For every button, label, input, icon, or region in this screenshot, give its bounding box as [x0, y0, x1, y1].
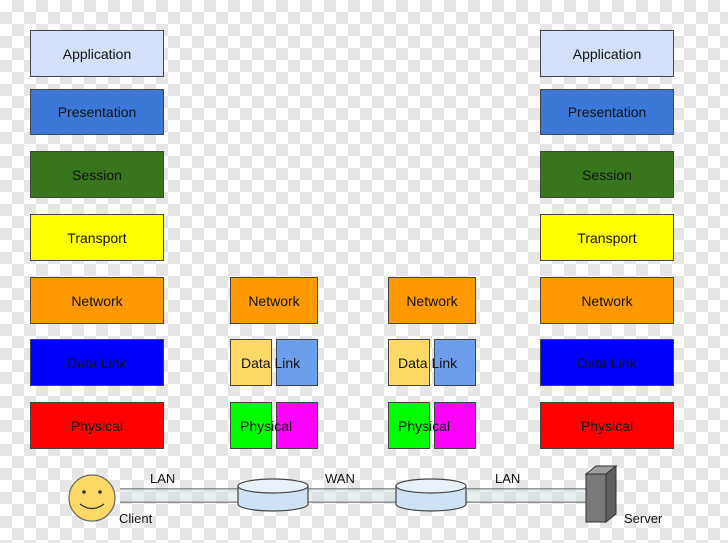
router-1-physical-port-a: [230, 402, 272, 449]
layer-label: Transport: [67, 229, 127, 246]
layer-label: Presentation: [567, 104, 647, 120]
layer-label: Presentation: [57, 104, 137, 120]
layer-label: Data Link: [67, 354, 127, 371]
layer-label: Application: [572, 45, 642, 62]
smiley-face-icon: [68, 474, 116, 522]
router-1-icon: [237, 478, 309, 512]
server-network-layer: Network: [540, 277, 674, 324]
layer-label: Session: [72, 166, 122, 183]
client-presentation-layer: Presentation: [30, 89, 164, 135]
wan-label: WAN: [325, 471, 355, 486]
lan-right-pipe: [466, 488, 586, 503]
router-1-network-layer: Network: [230, 277, 318, 324]
server-label: Server: [624, 511, 663, 526]
router-1-data-link-port-b: [276, 339, 318, 386]
lan-right-label: LAN: [495, 471, 521, 486]
layer-label: Data Link: [577, 354, 637, 371]
layer-label: Network: [406, 292, 458, 309]
layer-label: Network: [71, 292, 123, 309]
wan-pipe: [308, 488, 398, 503]
router-2-physical-port-a: [388, 402, 430, 449]
server-data-link-layer: Data Link: [540, 339, 674, 386]
router-1-data-link-label: Data Link: [241, 355, 301, 371]
router-1-physical-port-b: [276, 402, 318, 449]
router-2-data-link-port-a: [388, 339, 430, 386]
server-tower-icon: [584, 464, 618, 524]
layer-label: Network: [581, 292, 633, 309]
router-2-physical-port-b: [434, 402, 476, 449]
router-1-physical-label: Physical: [240, 418, 293, 434]
server-presentation-layer: Presentation: [540, 89, 674, 135]
layer-label: Session: [582, 166, 632, 183]
server-application-layer: Application: [540, 30, 674, 77]
router-2-data-link-port-b: [434, 339, 476, 386]
layer-label: Transport: [577, 229, 637, 246]
client-data-link-layer: Data Link: [30, 339, 164, 386]
layer-label: Network: [248, 292, 300, 309]
client-application-layer: Application: [30, 30, 164, 77]
server-transport-layer: Transport: [540, 214, 674, 261]
lan-left-label: LAN: [150, 471, 176, 486]
server-physical-layer: Physical: [540, 402, 674, 449]
client-transport-layer: Transport: [30, 214, 164, 261]
client-label: Client: [119, 511, 153, 526]
router-1-data-link-port-a: [230, 339, 272, 386]
layer-label: Physical: [580, 417, 634, 434]
router-2-icon: [395, 478, 467, 512]
layer-label: Physical: [70, 417, 124, 434]
router-2-network-layer: Network: [388, 277, 476, 324]
router-2-physical-label: Physical: [398, 418, 451, 434]
server-session-layer: Session: [540, 151, 674, 198]
layer-label: Application: [62, 45, 132, 62]
lan-left-pipe: [120, 488, 240, 503]
client-network-layer: Network: [30, 277, 164, 324]
client-physical-layer: Physical: [30, 402, 164, 449]
client-session-layer: Session: [30, 151, 164, 198]
router-2-data-link-label: Data Link: [398, 355, 458, 371]
